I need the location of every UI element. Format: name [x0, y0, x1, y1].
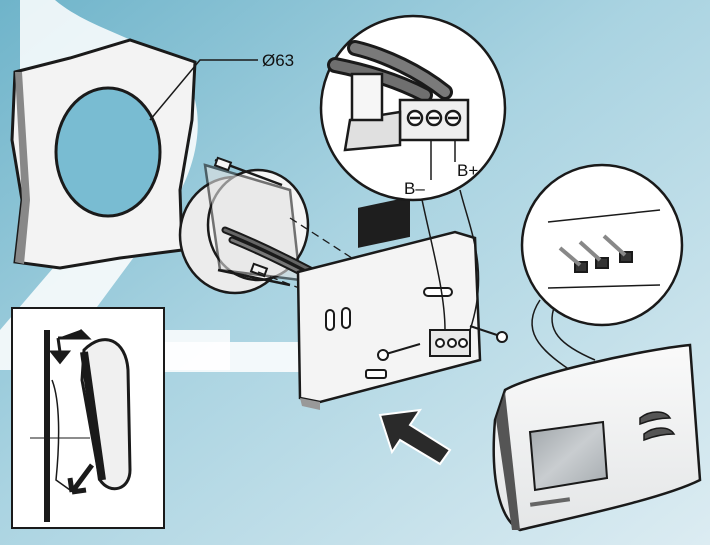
diameter-leader-line	[149, 59, 258, 121]
inset-device	[80, 338, 132, 491]
zoom-terminal-block	[343, 72, 470, 152]
wall-hole	[54, 86, 162, 218]
terminal-plus-label: B+	[457, 161, 478, 180]
inset-wall	[44, 330, 50, 522]
brand-mark	[529, 497, 571, 507]
box-screws	[213, 156, 269, 278]
clip-inset	[11, 307, 165, 529]
mounting-plate	[296, 196, 482, 410]
thermostat-device	[492, 343, 702, 532]
curved-arrow-bottom-icon	[67, 463, 95, 495]
zoom-connector-pins	[547, 209, 661, 289]
plate-slots	[325, 287, 453, 379]
terminal-zoom-callout: B– B+	[319, 14, 507, 331]
wall-plate	[10, 38, 197, 270]
display-window	[528, 420, 609, 492]
curved-arrow-top-icon	[48, 328, 92, 365]
plate-center-opening	[358, 196, 410, 248]
button-up	[639, 411, 672, 426]
terminal-minus-label: B–	[404, 179, 425, 198]
terminal-block	[429, 329, 471, 357]
arrow-right-down-icon	[378, 408, 452, 466]
hole-diameter-label: Ø63	[262, 51, 294, 70]
pins-zoom-callout	[520, 163, 684, 371]
button-down	[643, 427, 676, 442]
zoom-wires	[327, 40, 453, 103]
mounting-screws	[377, 325, 508, 361]
inset-bracket	[51, 379, 71, 491]
